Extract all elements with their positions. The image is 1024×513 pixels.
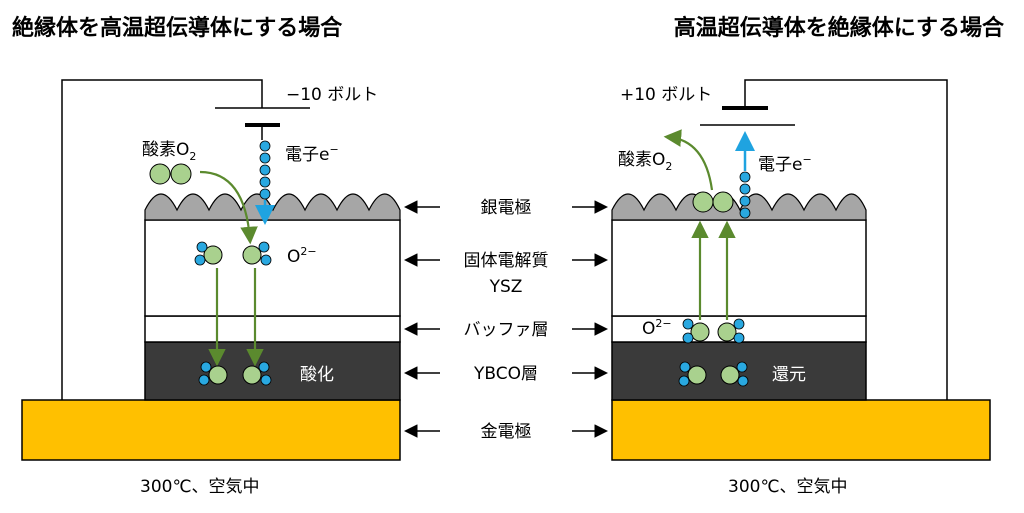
label-ybco: YBCO層: [473, 364, 538, 384]
right-electrolyte-layer: [611, 219, 867, 317]
left-oxygen-atom: [170, 163, 192, 185]
left-gold-electrode: [21, 399, 401, 461]
label-silver-electrode: 銀電極: [481, 198, 532, 218]
left-electrolyte-layer: [144, 219, 401, 317]
left-circuit-wire: [61, 79, 263, 400]
right-buffer-ion: [717, 318, 745, 344]
left-oxygen-arrow: [199, 170, 258, 245]
right-conditions: 300℃、空気中: [728, 477, 848, 497]
right-voltage-label: +10 ボルト: [620, 85, 712, 105]
right-oxygen-atom: [712, 191, 734, 213]
left-oxygen-atom: [149, 163, 171, 185]
right-electron-chain: [739, 171, 751, 219]
left-title: 絶縁体を高温超伝導体にする場合: [12, 15, 343, 41]
label-ysz: YSZ: [489, 277, 523, 297]
right-gold-electrode: [611, 399, 991, 461]
left-oxide-ion: [194, 241, 223, 266]
right-ion-label: O2−: [642, 317, 672, 339]
left-voltage-label: −10 ボルト: [286, 85, 378, 105]
left-electron-chain: [259, 140, 271, 200]
left-ybco-ion: [198, 361, 228, 386]
right-ybco-ion: [720, 361, 749, 387]
right-title: 高温超伝導体を絶縁体にする場合: [674, 15, 1005, 41]
left-oxide-ion: [242, 241, 272, 266]
left-conditions: 300℃、空気中: [140, 477, 260, 497]
layer-labels: 銀電極 固体電解質 YSZ バッファ層 YBCO層 金電極: [404, 198, 608, 442]
right-silver-electrode: [611, 193, 867, 221]
left-process-label: 酸化: [300, 365, 334, 385]
right-ybco-ion: [678, 361, 707, 387]
right-circuit-wire: [744, 79, 948, 400]
right-oxygen-arrow: [663, 129, 714, 191]
label-solid-electrolyte: 固体電解質: [464, 251, 549, 271]
left-electron-label: 電子e−: [285, 143, 339, 165]
left-buffer-layer: [144, 315, 401, 343]
left-ybco-ion: [242, 361, 272, 386]
label-buffer: バッファ層: [464, 320, 549, 340]
left-oxygen-label: 酸素O2: [142, 140, 196, 163]
right-oxygen-atom: [692, 191, 714, 213]
right-oxygen-label: 酸素O2: [618, 150, 672, 173]
right-process-label: 還元: [772, 365, 806, 385]
left-ion-label: O2−: [287, 245, 317, 267]
right-buffer-ion: [682, 318, 710, 344]
right-electron-label: 電子e−: [758, 153, 812, 175]
right-device: +10 ボルト 酸素O2 電子e− O2−: [611, 79, 991, 497]
left-device: −10 ボルト 酸素O2 電子e−: [21, 79, 401, 497]
left-silver-electrode: [144, 193, 401, 221]
left-ybco-layer: [144, 341, 401, 401]
label-gold-electrode: 金電極: [481, 422, 532, 442]
